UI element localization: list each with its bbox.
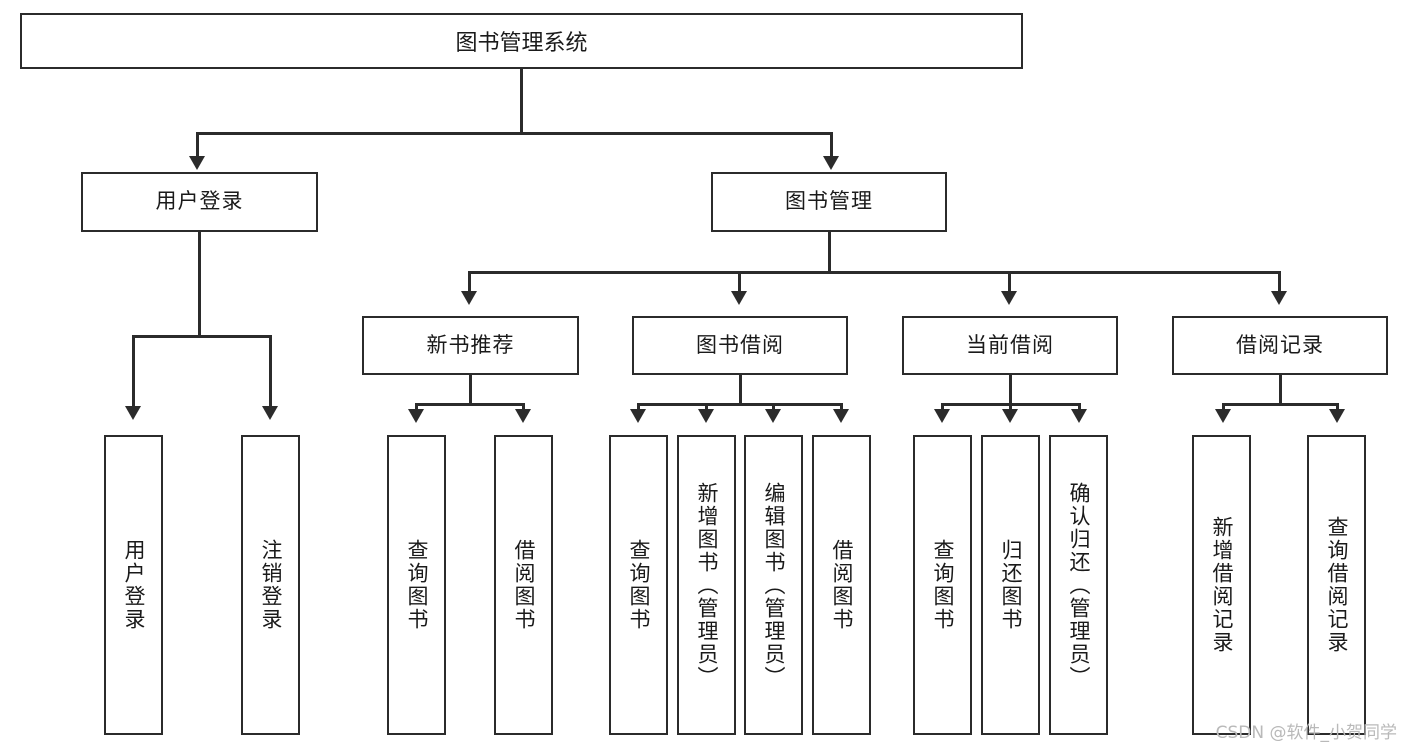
arrowhead-new-book-leaf1 (408, 409, 424, 423)
arrowhead-borrow-record-leaf1 (1215, 409, 1231, 423)
connector-current-borrow-leaf2 (1009, 403, 1012, 413)
connector-bm-to-book-borrow (738, 271, 741, 295)
leaf-current-borrow-return-book[interactable]: 归还图书 (981, 435, 1040, 735)
connector-borrow-record-bus (1222, 403, 1339, 406)
connector-book-management-bus (468, 271, 1280, 274)
leaf-borrow-record-query-record[interactable]: 查询借阅记录 (1307, 435, 1366, 735)
arrowhead-current-borrow (1001, 291, 1017, 305)
leaf-label: 编辑图书（管理员） (761, 481, 786, 689)
connector-bm-to-new-book (468, 271, 471, 295)
arrowhead-new-book (461, 291, 477, 305)
connector-current-borrow-leaf1 (941, 403, 944, 413)
connector-current-borrow-stem (1009, 375, 1012, 405)
connector-borrow-record-leaf2 (1336, 403, 1339, 413)
connector-book-management-stem (828, 232, 831, 274)
leaf-new-book-query-book[interactable]: 查询图书 (387, 435, 446, 735)
leaf-label: 查询图书 (930, 539, 955, 631)
connector-book-borrow-leaf2 (705, 403, 708, 413)
connector-user-login-stem (198, 232, 201, 337)
leaf-label: 新增图书（管理员） (694, 481, 719, 689)
arrowhead-book-borrow-leaf3 (765, 409, 781, 423)
node-new-book-recommend[interactable]: 新书推荐 (362, 316, 579, 375)
leaf-label: 新增借阅记录 (1209, 516, 1234, 654)
node-label: 新书推荐 (426, 332, 515, 357)
leaf-book-borrow-query-book[interactable]: 查询图书 (609, 435, 668, 735)
connector-user-login-bus (132, 335, 271, 338)
arrowhead-book-borrow (731, 291, 747, 305)
connector-book-borrow-leaf3 (772, 403, 775, 413)
connector-root-to-book-management (830, 132, 833, 160)
arrowhead-book-borrow-leaf2 (698, 409, 714, 423)
leaf-label: 注销登录 (258, 539, 283, 631)
arrowhead-user-login (189, 156, 205, 170)
connector-book-borrow-leaf4 (840, 403, 843, 413)
connector-book-borrow-stem (739, 375, 742, 405)
leaf-label: 用户登录 (121, 539, 146, 631)
arrowhead-book-borrow-leaf4 (833, 409, 849, 423)
leaf-label: 查询图书 (626, 539, 651, 631)
connector-new-book-leaf2 (522, 403, 525, 413)
connector-bm-to-borrow-record (1278, 271, 1281, 295)
leaf-user-login-login[interactable]: 用户登录 (104, 435, 163, 735)
leaf-new-book-borrow-book[interactable]: 借阅图书 (494, 435, 553, 735)
connector-borrow-record-stem (1279, 375, 1282, 405)
node-label: 图书管理系统 (455, 31, 588, 56)
leaf-user-login-logout[interactable]: 注销登录 (241, 435, 300, 735)
arrowhead-current-borrow-leaf1 (934, 409, 950, 423)
leaf-label: 查询图书 (404, 539, 429, 631)
leaf-current-borrow-query-book[interactable]: 查询图书 (913, 435, 972, 735)
node-book-management[interactable]: 图书管理 (711, 172, 947, 232)
node-book-borrow[interactable]: 图书借阅 (632, 316, 848, 375)
node-root-book-management-system[interactable]: 图书管理系统 (20, 13, 1023, 69)
leaf-book-borrow-edit-book-admin[interactable]: 编辑图书（管理员） (744, 435, 803, 735)
arrowhead-current-borrow-leaf2 (1002, 409, 1018, 423)
node-label: 当前借阅 (966, 332, 1054, 357)
leaf-label: 借阅图书 (829, 539, 854, 631)
arrowhead-user-login-leaf1 (125, 406, 141, 420)
arrowhead-borrow-record (1271, 291, 1287, 305)
node-label: 图书借阅 (696, 332, 784, 357)
node-borrow-record[interactable]: 借阅记录 (1172, 316, 1388, 375)
csdn-watermark: CSDN @软件_小贺同学 (1215, 723, 1397, 743)
node-label: 用户登录 (155, 189, 244, 214)
connector-new-book-stem (469, 375, 472, 405)
node-label: 图书管理 (785, 189, 873, 214)
connector-book-borrow-bus (637, 403, 843, 406)
connector-root-to-user-login (196, 132, 199, 160)
leaf-book-borrow-borrow-book[interactable]: 借阅图书 (812, 435, 871, 735)
connector-root-bus (196, 132, 833, 135)
arrowhead-book-borrow-leaf1 (630, 409, 646, 423)
leaf-current-borrow-confirm-return-admin[interactable]: 确认归还（管理员） (1049, 435, 1108, 735)
leaf-book-borrow-add-book-admin[interactable]: 新增图书（管理员） (677, 435, 736, 735)
leaf-label: 借阅图书 (511, 539, 536, 631)
leaf-label: 查询借阅记录 (1324, 516, 1349, 654)
arrowhead-book-management (823, 156, 839, 170)
connector-new-book-leaf1 (415, 403, 418, 413)
arrowhead-new-book-leaf2 (515, 409, 531, 423)
connector-new-book-bus (415, 403, 525, 406)
connector-user-login-leaf1 (132, 335, 135, 410)
connector-borrow-record-leaf1 (1222, 403, 1225, 413)
connector-book-borrow-leaf1 (637, 403, 640, 413)
leaf-label: 确认归还（管理员） (1066, 481, 1091, 689)
arrowhead-user-login-leaf2 (262, 406, 278, 420)
connector-current-borrow-leaf3 (1078, 403, 1081, 413)
node-user-login[interactable]: 用户登录 (81, 172, 318, 232)
arrowhead-current-borrow-leaf3 (1071, 409, 1087, 423)
connector-root-stem (520, 69, 523, 134)
node-current-borrow[interactable]: 当前借阅 (902, 316, 1118, 375)
node-label: 借阅记录 (1236, 332, 1324, 357)
leaf-label: 归还图书 (998, 539, 1023, 631)
connector-user-login-leaf2 (269, 335, 272, 410)
connector-bm-to-current-borrow (1008, 271, 1011, 295)
arrowhead-borrow-record-leaf2 (1329, 409, 1345, 423)
leaf-borrow-record-add-record[interactable]: 新增借阅记录 (1192, 435, 1251, 735)
